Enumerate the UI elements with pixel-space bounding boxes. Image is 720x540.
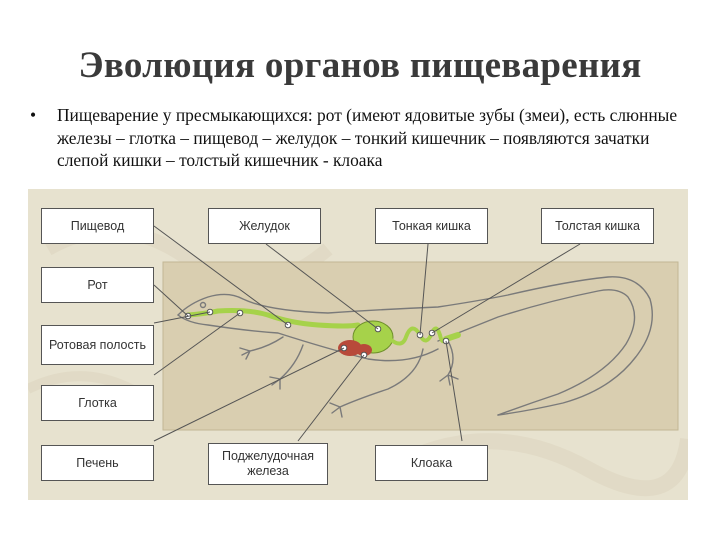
label-mouth: Рот	[41, 267, 154, 303]
small-intestine-shape	[388, 326, 448, 346]
label-oral-cavity: Ротовая полость	[41, 325, 154, 365]
bullet-text: Пищеварение у пресмыкающихся: рот (имеют…	[57, 105, 678, 170]
leader-oral-cavity	[153, 311, 211, 324]
leader-stomach	[265, 243, 379, 330]
bullet-item: • Пищеварение у пресмыкающихся: рот (име…	[30, 104, 695, 172]
label-pharynx: Глотка	[41, 385, 154, 421]
slide-title: Эволюция органов пищеварения	[78, 45, 642, 86]
label-stomach: Желудок	[208, 208, 321, 244]
leader-mouth	[153, 284, 189, 317]
leader-small-intestine	[419, 243, 429, 336]
lizard-digestion-diagram: Пищевод Желудок Тонкая кишка Толстая киш…	[28, 189, 688, 500]
label-liver: Печень	[41, 445, 154, 481]
label-cloaca: Клоака	[375, 445, 488, 481]
bullet-dot-icon: •	[30, 105, 37, 125]
label-small-intestine: Тонкая кишка	[375, 208, 488, 244]
liver-shape	[338, 340, 362, 356]
leader-large-intestine	[431, 243, 581, 334]
label-large-intestine: Толстая кишка	[541, 208, 654, 244]
lizard-panel	[162, 261, 679, 431]
lizard-drawing	[153, 225, 653, 442]
leader-cloaca	[445, 340, 463, 442]
leader-liver	[153, 347, 345, 442]
leader-esophagus	[153, 225, 289, 326]
pancreas-shape	[356, 344, 372, 356]
label-esophagus: Пищевод	[41, 208, 154, 244]
label-pancreas: Поджелудочная железа	[208, 443, 328, 485]
leader-pharynx	[153, 312, 241, 376]
leader-pancreas	[297, 354, 365, 442]
